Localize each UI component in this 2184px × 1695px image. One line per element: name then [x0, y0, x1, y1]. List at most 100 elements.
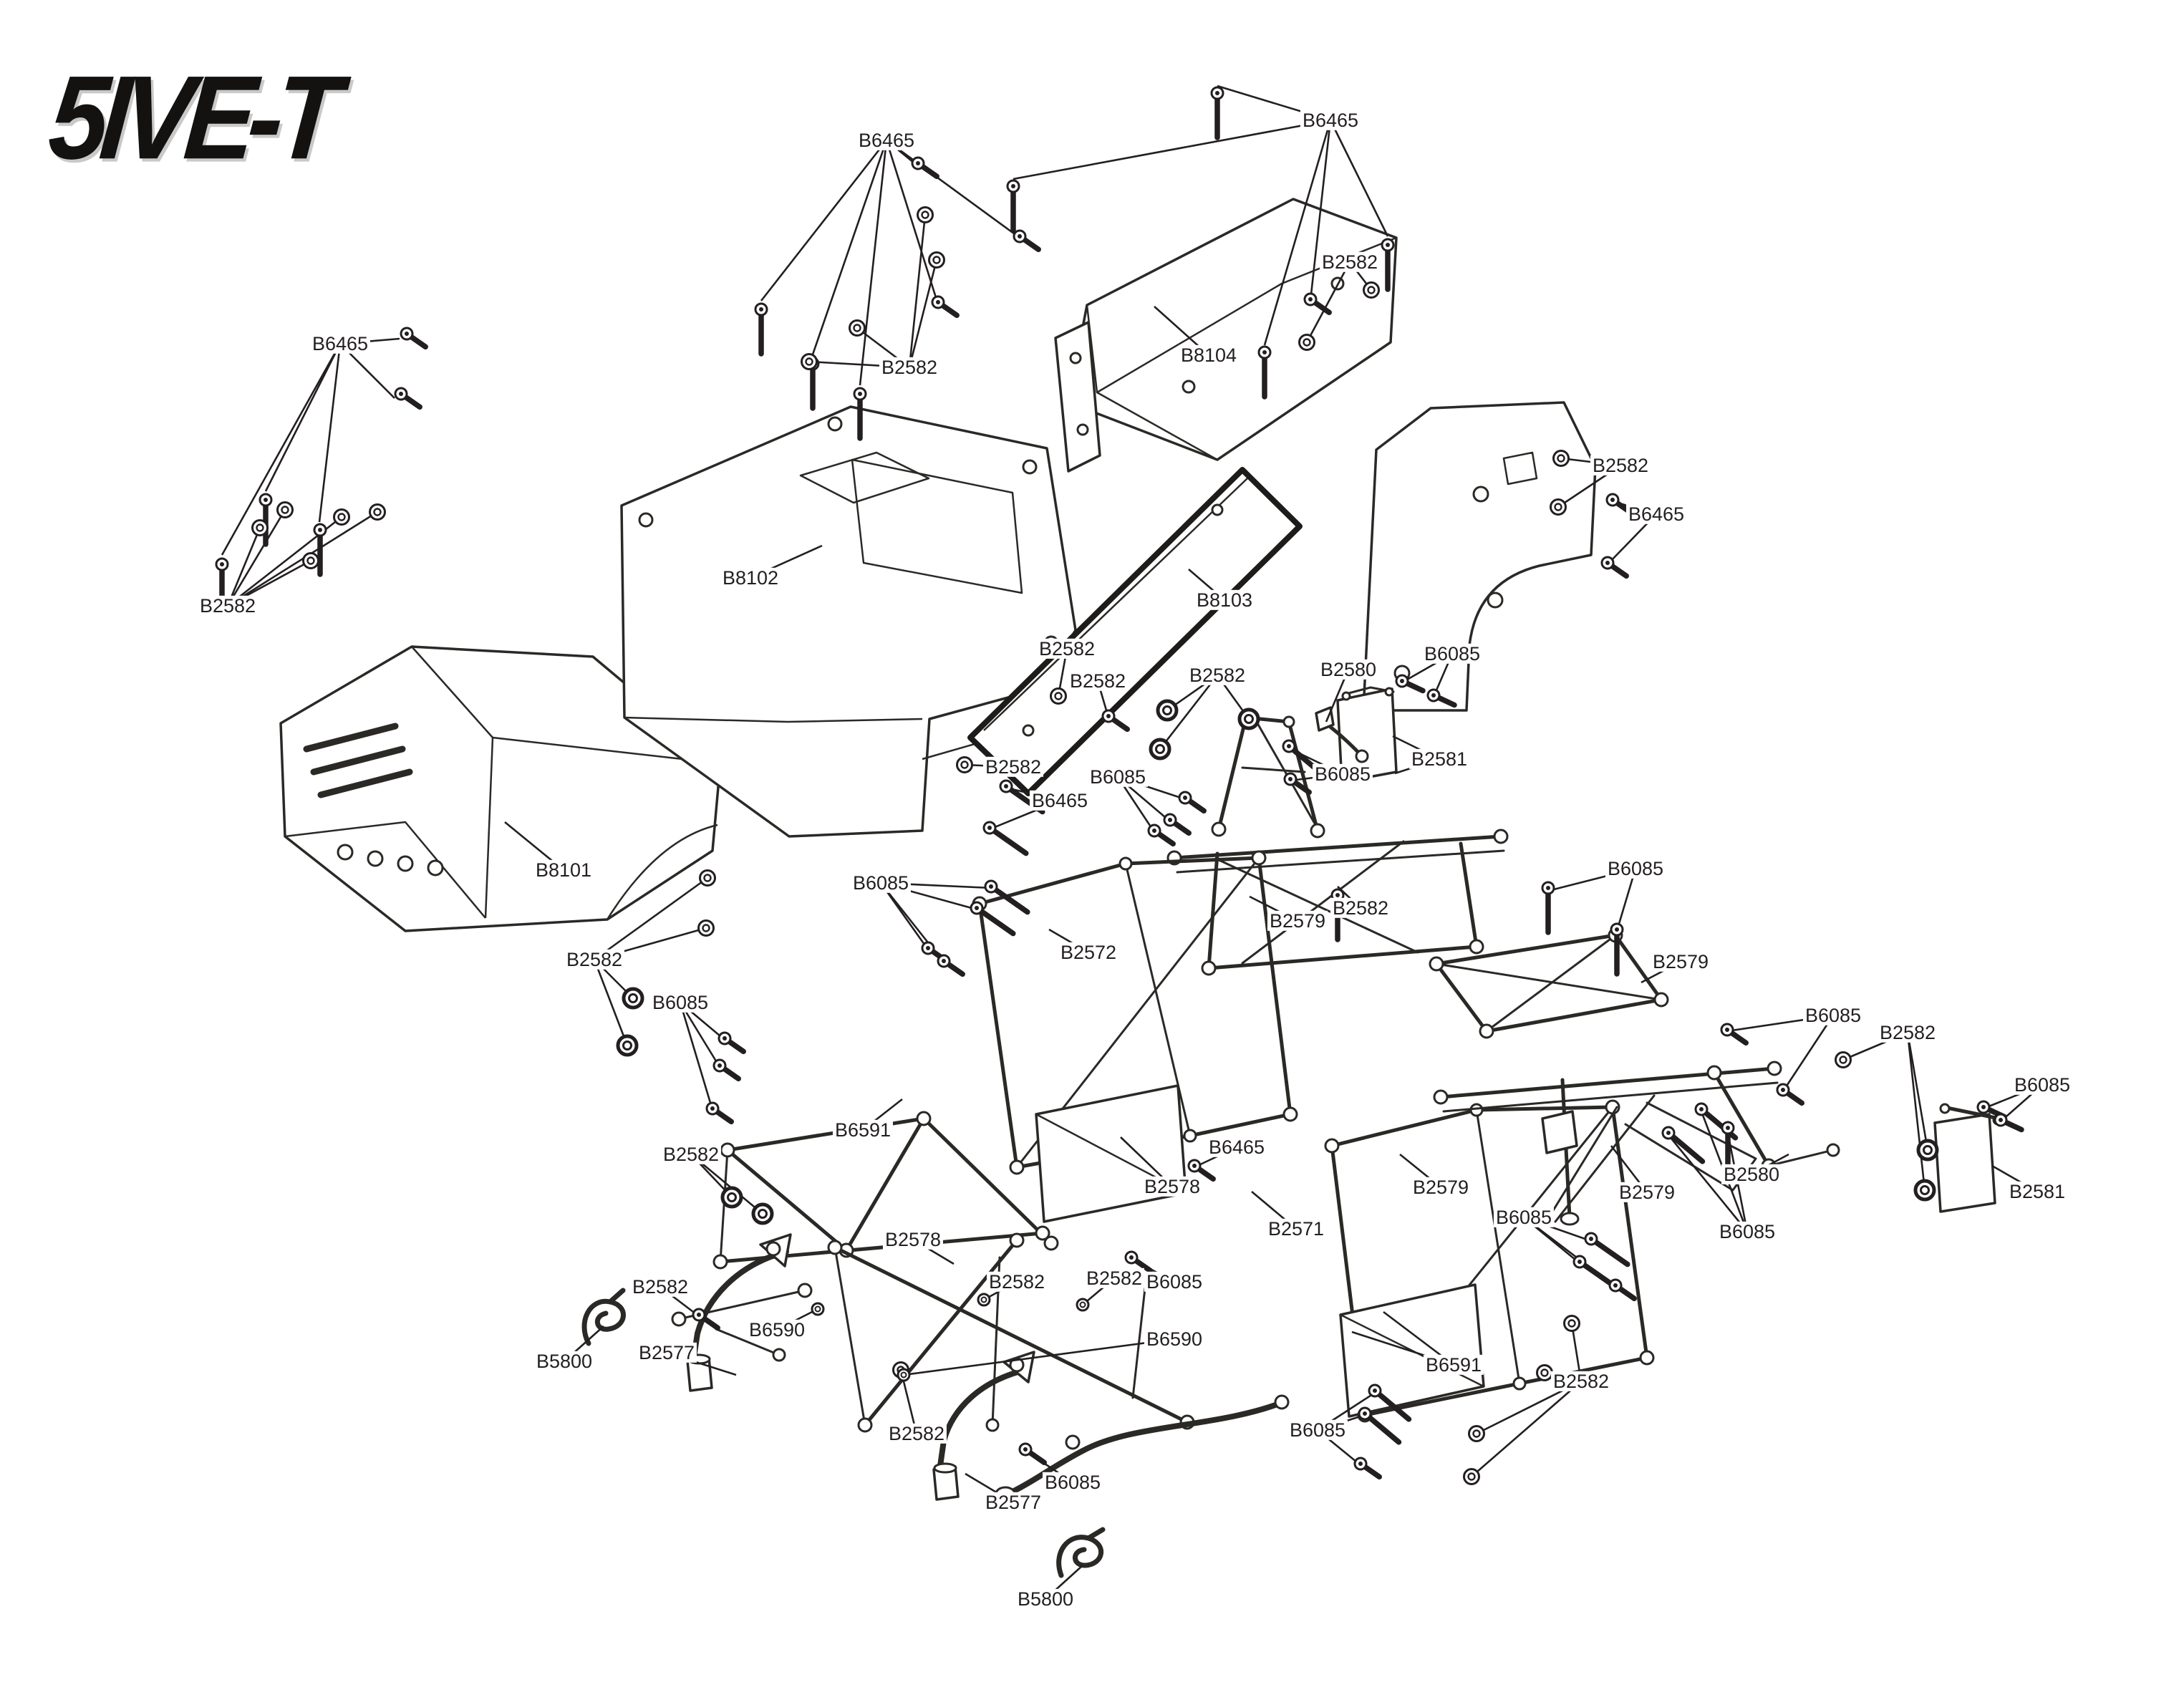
washer-icon [1550, 498, 1567, 516]
part-callout-b2581: B2581 [2006, 1181, 2068, 1202]
part-callout-b2572: B2572 [1058, 942, 1119, 962]
grommet-icon [622, 987, 644, 1010]
part-callout-b2582: B2582 [1187, 665, 1248, 685]
part-callout-b2582: B2582 [986, 1271, 1048, 1292]
part-callout-b2582: B2582 [1877, 1022, 1938, 1043]
steering-post-b2577-right-drawing [932, 1351, 1035, 1501]
grommet-icon [1916, 1139, 1939, 1162]
part-callout-b6465: B6465 [1300, 110, 1361, 130]
grommet-icon [1156, 699, 1179, 722]
screwL-icon [1210, 86, 1224, 140]
screwL-icon [1661, 1126, 1706, 1164]
screwS-icon [911, 156, 939, 180]
brand-logo: 5IVE-T [44, 52, 339, 185]
part-callout-b6085: B6085 [1312, 763, 1373, 784]
screwS-icon [394, 387, 422, 410]
front-pyramid-frame-b2578-drawing [712, 1111, 1059, 1270]
mud-flap-2-b2581-drawing [1933, 1103, 2004, 1213]
grommet-icon [1913, 1179, 1936, 1202]
washer-icon [917, 206, 934, 223]
rear-table-frame-b2579-drawing [1429, 927, 1669, 1039]
screwS-icon [717, 1031, 746, 1055]
screwL-icon [853, 387, 867, 441]
screwS-icon [1178, 791, 1207, 814]
washer-icon [956, 756, 973, 773]
part-callout-b8101: B8101 [533, 859, 594, 880]
washer-icon [333, 508, 350, 526]
washer-icon [1552, 450, 1570, 467]
part-callout-b2582: B2582 [1319, 251, 1381, 272]
part-callout-b6085: B6085 [1421, 643, 1483, 664]
screwL-icon [982, 821, 1029, 856]
part-callout-b2581: B2581 [1409, 748, 1470, 769]
screwL-icon [1006, 179, 1020, 233]
grommet-icon [751, 1202, 774, 1225]
part-callout-b5800: B5800 [533, 1351, 595, 1371]
washer-icon [1298, 334, 1315, 351]
washer-icon [697, 919, 715, 937]
washer-icon [1536, 1364, 1553, 1381]
screwS-icon [705, 1101, 734, 1125]
screwS-icon [1013, 229, 1041, 253]
part-callout-b2579: B2579 [1650, 951, 1711, 972]
grommet-icon [1149, 738, 1171, 760]
part-callout-b6085: B6085 [850, 872, 912, 893]
nut-icon [811, 1302, 825, 1316]
screwL-icon [970, 901, 1016, 937]
part-callout-b6085: B6085 [1802, 1005, 1864, 1025]
part-callout-b2582: B2582 [886, 1423, 947, 1444]
screwS-icon [1720, 1023, 1749, 1046]
bed-panel-b8104-drawing [1054, 198, 1398, 473]
screwS-icon [1101, 709, 1130, 733]
washer-icon [1363, 281, 1380, 299]
screwL-icon [1541, 881, 1555, 935]
screwS-icon [937, 954, 965, 977]
rear-lower-frame-drawing [1433, 1061, 1840, 1226]
part-callout-b2582: B2582 [879, 357, 940, 377]
nut-icon [897, 1368, 911, 1382]
part-callout-b8103: B8103 [1194, 589, 1255, 610]
screwL-icon [313, 523, 327, 577]
screwS-icon [400, 327, 428, 350]
part-callout-b6465: B6465 [1206, 1136, 1267, 1157]
part-callout-b8104: B8104 [1178, 344, 1240, 365]
screwL-icon [754, 302, 768, 357]
part-callout-b2582: B2582 [1067, 670, 1129, 691]
part-callout-b6465: B6465 [309, 333, 371, 354]
part-callout-b2582: B2582 [660, 1144, 722, 1164]
washer-icon [1563, 1315, 1580, 1332]
screwS-icon [1994, 1113, 2024, 1133]
screwL-icon [1584, 1232, 1630, 1267]
washer-icon [369, 503, 386, 521]
washer-icon [801, 353, 818, 370]
left-side-cage-b2572-drawing [972, 850, 1298, 1223]
screwS-icon [712, 1058, 741, 1082]
part-callout-b6085: B6085 [1087, 766, 1149, 787]
nut-icon [1076, 1298, 1090, 1312]
washer-icon [1050, 687, 1067, 705]
screwS-icon [1600, 556, 1629, 579]
screwL-icon [1368, 1383, 1412, 1422]
part-callout-b6465: B6465 [856, 130, 917, 150]
part-callout-b2578: B2578 [1141, 1176, 1203, 1197]
washer-icon [699, 869, 716, 887]
part-callout-b6085: B6085 [1493, 1207, 1555, 1227]
part-callout-b2582: B2582 [629, 1276, 691, 1297]
screwL-icon [1358, 1406, 1402, 1445]
screwS-icon [1163, 813, 1192, 836]
part-callout-b6465: B6465 [1029, 790, 1091, 811]
screwS-icon [1395, 674, 1426, 694]
washer-icon [1468, 1425, 1485, 1442]
part-callout-b2582: B2582 [1036, 638, 1098, 659]
part-callout-b2579: B2579 [1616, 1182, 1678, 1202]
washer-icon [251, 519, 269, 536]
part-callout-b2582: B2582 [1083, 1267, 1145, 1288]
hood-panel-b8101-drawing [279, 645, 722, 932]
part-callout-b6085: B6085 [1287, 1419, 1348, 1440]
part-callout-b2579: B2579 [1267, 910, 1328, 931]
part-callout-b8102: B8102 [720, 567, 781, 588]
washer-icon [1835, 1051, 1852, 1068]
screwL-icon [1381, 238, 1395, 292]
